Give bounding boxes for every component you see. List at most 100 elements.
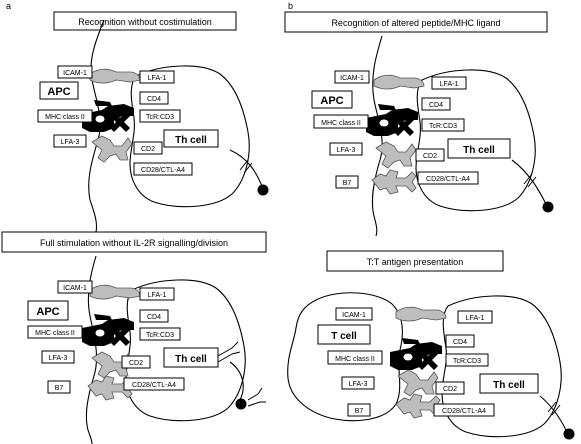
label-box-tcr: [421, 118, 465, 132]
label-cd28: CD28/CTL-A4: [141, 167, 185, 174]
label-apc: APC: [320, 95, 343, 107]
block-mark: [551, 404, 561, 416]
label-mhc2: MHC class II: [35, 330, 75, 337]
panel-altered-peptide-ligand: Recognition of altered peptide/MHC ligan…: [284, 11, 554, 237]
label-cd28: CD28/CTL-A4: [132, 382, 176, 389]
label-box-b7: [347, 403, 371, 417]
label-cd4: CD4: [429, 102, 443, 109]
label-lfa3: LFA-3: [349, 381, 368, 388]
signal-line: [511, 159, 547, 205]
label-cd28: CD28/CTL-A4: [442, 408, 486, 415]
label-box-thcell: [447, 138, 511, 159]
label-box-cd2: [121, 355, 151, 369]
label-box-thcell: [163, 129, 219, 148]
label-mhc2: MHC class II: [335, 356, 375, 363]
label-box-cd28: [433, 403, 495, 417]
label-lfa1: LFA-1: [148, 292, 167, 299]
apc-membrane: [85, 255, 98, 444]
label-box-cd4: [139, 91, 169, 105]
label-b7: B7: [343, 180, 352, 187]
label-box-mhc2: [313, 114, 369, 129]
label-tcell: T cell: [331, 331, 357, 342]
label-lfa1: LFA-1: [466, 315, 485, 322]
label-box-tcr: [139, 109, 181, 123]
label-thcell: Th cell: [175, 135, 207, 146]
label-box-icam1: [335, 307, 373, 321]
panel4-title-box: [326, 250, 504, 272]
label-box-cd4: [421, 97, 451, 111]
label-thcell: Th cell: [175, 354, 207, 365]
label-box-tcr: [139, 327, 181, 341]
label-lfa1: LFA-1: [440, 81, 459, 88]
icam1-lfa1-molecule: [395, 306, 447, 322]
panel-recognition-without-costimulation: Recognition without costimulation ICAM-1…: [37, 11, 269, 233]
il2r-receptor-bottom: [247, 387, 266, 407]
label-box-apc: [311, 90, 353, 109]
label-box-cd28: [417, 171, 479, 185]
nucleus-dot: [563, 428, 575, 440]
label-apc: APC: [36, 306, 59, 318]
panel-tt-antigen-presentation: T:T antigen presentation ICAM-1 LFA-1 T …: [287, 250, 575, 440]
label-tcr: TcR:CD3: [146, 332, 174, 339]
panel2-title: Recognition of altered peptide/MHC ligan…: [331, 18, 500, 28]
panel2-title-box: [284, 11, 548, 33]
label-box-thcell: [163, 347, 219, 368]
signal-line: [229, 361, 244, 401]
nucleus-dot: [542, 201, 554, 213]
apc-membrane: [371, 35, 383, 237]
label-lfa1: LFA-1: [148, 75, 167, 82]
label-box-cd4: [139, 309, 169, 323]
label-box-lfa1: [431, 76, 467, 90]
lfa3-cd2-molecule: [375, 141, 417, 169]
label-cd2: CD2: [443, 386, 457, 393]
block-mark: [527, 176, 537, 188]
label-thcell: Th cell: [493, 380, 525, 391]
label-icam1: ICAM-1: [340, 75, 364, 82]
il2r-receptor-top: [217, 341, 241, 363]
panel3-title: Full stimulation without IL-2R signallin…: [40, 238, 228, 248]
icam1-lfa1-molecule: [89, 284, 141, 300]
label-box-lfa3: [53, 134, 87, 148]
label-box-lfa1: [139, 70, 175, 84]
label-cd2: CD2: [141, 146, 155, 153]
label-tcr: TcR:CD3: [146, 114, 174, 121]
b7-cd28-molecule: [371, 169, 417, 195]
label-box-icam1: [57, 65, 93, 79]
label-cd4: CD4: [453, 339, 467, 346]
label-box-cd28: [123, 377, 185, 391]
label-lfa3: LFA-3: [49, 355, 68, 362]
block-mark: [547, 401, 557, 413]
panel1-title-box: [53, 11, 237, 31]
label-b7: B7: [355, 408, 364, 415]
label-box-b7: [47, 380, 71, 394]
nucleus-dot: [235, 398, 247, 410]
label-icam1: ICAM-1: [342, 312, 366, 319]
label-box-lfa1: [139, 287, 175, 301]
label-box-tcr: [445, 353, 489, 367]
lfa3-cd2-molecule: [91, 135, 133, 163]
label-mhc2: MHC class II: [45, 114, 85, 121]
label-box-icam1: [334, 70, 370, 84]
label-tcr: TcR:CD3: [453, 358, 481, 365]
label-lfa3: LFA-3: [337, 147, 356, 154]
panel-label-a: a: [6, 1, 11, 11]
label-cd2: CD2: [129, 360, 143, 367]
label-mhc2: MHC class II: [321, 120, 361, 127]
icam1-lfa1-molecule: [373, 74, 425, 90]
label-cd28: CD28/CTL-A4: [426, 176, 470, 183]
block-mark: [239, 159, 249, 171]
label-box-mhc2: [37, 109, 93, 123]
icam1-lfa1-molecule: [89, 68, 141, 84]
label-box-cd2: [133, 141, 163, 155]
panel-full-stimulation-without-il2r: Full stimulation without IL-2R signallin…: [1, 231, 267, 444]
b7-cd28-molecule: [395, 393, 441, 419]
label-lfa3: LFA-3: [61, 139, 80, 146]
block-mark: [523, 173, 533, 185]
panel1-title: Recognition without costimulation: [78, 17, 212, 27]
label-box-apc: [39, 81, 79, 100]
label-box-lfa3: [41, 350, 75, 364]
label-tcr: TcR:CD3: [429, 123, 457, 130]
label-box-mhc2: [327, 350, 383, 365]
label-box-icam1: [57, 280, 93, 294]
